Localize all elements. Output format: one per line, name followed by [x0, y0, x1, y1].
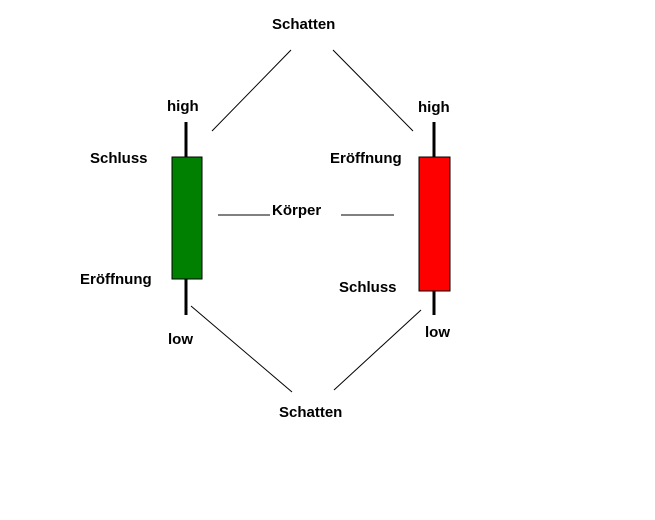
- shadow-bottom-label: Schatten: [279, 404, 343, 421]
- right-close-label: Schluss: [339, 279, 397, 296]
- right-open-label: Eröffnung: [330, 150, 402, 167]
- left-close-label: Schluss: [90, 150, 148, 167]
- shadow-top-line-left: [211, 49, 292, 132]
- body-label: Körper: [272, 202, 322, 219]
- left-open-label: Eröffnung: [80, 271, 152, 288]
- shadow-top-line-right: [332, 49, 414, 132]
- shadow-bottom-line-right: [333, 309, 422, 391]
- shadow-top-label: Schatten: [272, 16, 336, 33]
- right-high-label: high: [418, 99, 450, 116]
- left-low-label: low: [168, 331, 193, 348]
- right-candle-body: [418, 156, 451, 292]
- left-candle-body: [171, 156, 203, 280]
- left-high-label: high: [167, 98, 199, 115]
- shadow-bottom-line-left: [190, 305, 293, 393]
- right-low-label: low: [425, 324, 450, 341]
